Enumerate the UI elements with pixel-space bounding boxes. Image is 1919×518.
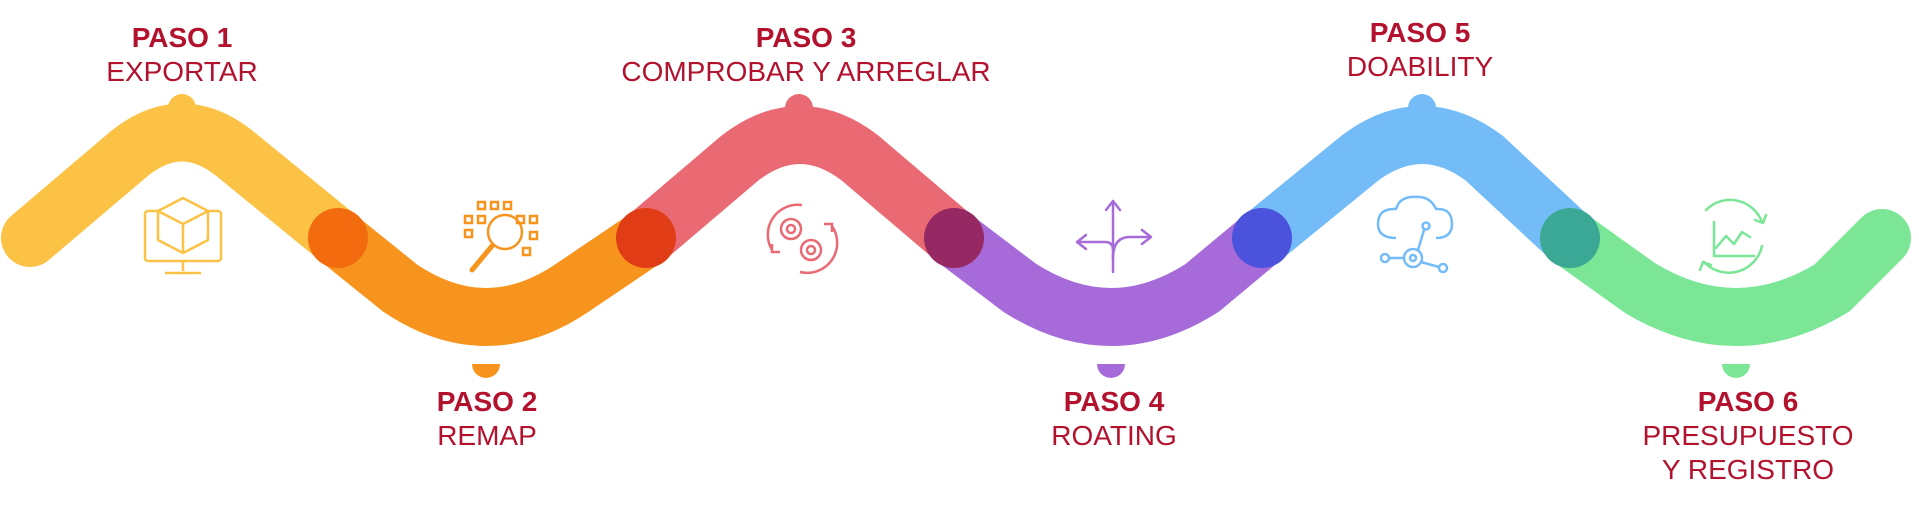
step-2-label: PASO 2 REMAP (277, 385, 697, 453)
joint-5-6 (1540, 208, 1600, 268)
segment-step-4 (925, 209, 1291, 346)
segment-step-6 (1541, 209, 1911, 346)
joint-1-2 (308, 208, 368, 268)
wave-joints (308, 208, 1600, 268)
step-5-label: PASO 5 DOABILITY (1210, 16, 1630, 84)
segment-step-5 (1233, 106, 1599, 267)
step-4-title: ROATING (1051, 420, 1177, 452)
step-6-number: PASO 6 (1697, 386, 1799, 417)
step-2-number: PASO 2 (436, 386, 538, 417)
step-5-title: DOABILITY (1346, 51, 1494, 83)
segment-step-1 (1, 103, 367, 267)
step-2-nub (472, 364, 500, 378)
step-4-nub (1097, 364, 1125, 378)
step-1-label: PASO 1 EXPORTAR (0, 21, 392, 89)
step-4-number: PASO 4 (1063, 386, 1165, 417)
step-5-number: PASO 5 (1369, 17, 1471, 48)
gears-refresh-icon (766, 203, 839, 275)
step-6-title-line2: Y REGISTRO (1661, 454, 1835, 486)
step-6-nub (1722, 364, 1750, 378)
segment-step-3 (617, 106, 983, 267)
step-5-nub (1408, 94, 1436, 108)
joint-3-4 (924, 208, 984, 268)
step-3-nub (785, 94, 813, 108)
cloud-network-icon (1376, 195, 1454, 274)
step-4-label: PASO 4 ROATING (904, 385, 1324, 453)
step-2-title: REMAP (437, 420, 537, 452)
step-3-label: PASO 3 COMPROBAR Y ARREGLAR (596, 21, 1016, 89)
step-6-title: PRESUPUESTO (1642, 420, 1854, 452)
step-1-number: PASO 1 (131, 22, 233, 53)
step-6-label: PASO 6 PRESUPUESTO Y REGISTRO (1538, 385, 1919, 487)
segment-step-2 (309, 209, 675, 346)
chart-cycle-icon (1698, 198, 1768, 274)
joint-4-5 (1232, 208, 1292, 268)
joint-2-3 (616, 208, 676, 268)
step-3-title: COMPROBAR Y ARREGLAR (621, 56, 991, 88)
pixel-magnifier-icon (463, 200, 539, 273)
step-1-title: EXPORTAR (106, 56, 258, 88)
monitor-cube-icon (143, 196, 223, 275)
wave-segments (1, 103, 1911, 346)
route-arrows-icon (1075, 199, 1153, 274)
step-3-number: PASO 3 (755, 22, 857, 53)
